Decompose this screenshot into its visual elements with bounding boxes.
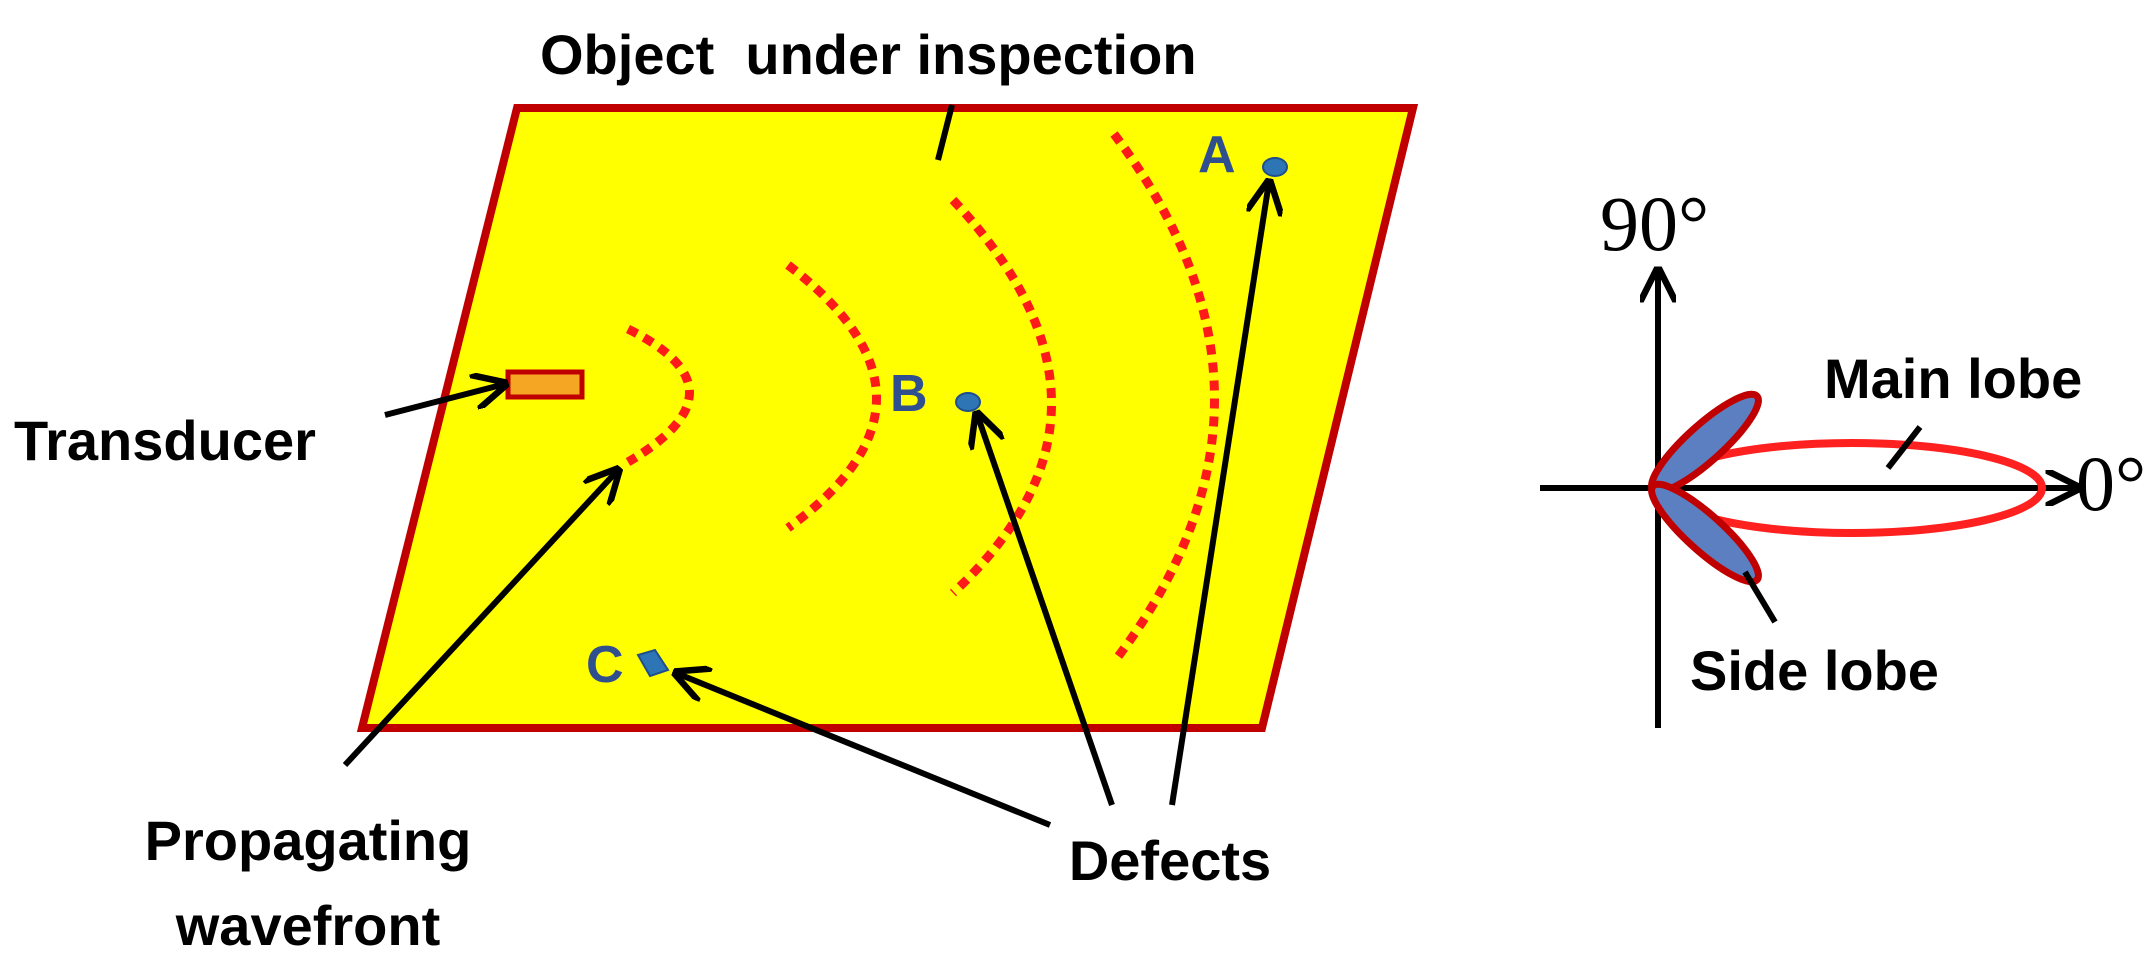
leader-object (935, 104, 955, 161)
wavefront-4 (1110, 131, 1219, 665)
side-lobe-label: Side lobe (1690, 639, 1939, 702)
transducer-label: Transducer (14, 409, 316, 472)
wavefront-3 (949, 196, 1056, 597)
defect-a (1262, 157, 1288, 177)
arrow-transducer (384, 384, 505, 418)
beam-pattern (1540, 270, 2078, 728)
wavefront-label-line1: Propagating (145, 809, 472, 872)
defect-a-label: A (1198, 126, 1236, 184)
object-label: Object under inspection (540, 23, 1197, 86)
defect-b-label: B (890, 365, 928, 423)
defect-b (955, 392, 981, 412)
arrow-wavefront (342, 470, 618, 768)
arrows (342, 104, 1269, 828)
wavefront-1 (625, 324, 694, 466)
arrow-defect-a (1169, 182, 1269, 806)
wavefront-label-line2: wavefront (175, 894, 441, 957)
transducer (505, 369, 585, 400)
leader-side-lobe (1742, 570, 1778, 624)
main-lobe-label: Main lobe (1824, 347, 2082, 410)
defects-label: Defects (1069, 829, 1271, 892)
arrow-defect-c (676, 673, 1052, 828)
wavefront-2 (785, 261, 881, 532)
arrow-defect-b (977, 414, 1115, 806)
wavefronts (625, 131, 1219, 665)
angle-90-label: 90° (1600, 180, 1709, 267)
angle-0-label: 0° (2076, 440, 2146, 527)
inspection-plate (356, 104, 1419, 732)
defect-c-label: C (586, 636, 624, 694)
side-lobe-lower (1648, 480, 1762, 586)
leader-main-lobe (1885, 425, 1923, 470)
